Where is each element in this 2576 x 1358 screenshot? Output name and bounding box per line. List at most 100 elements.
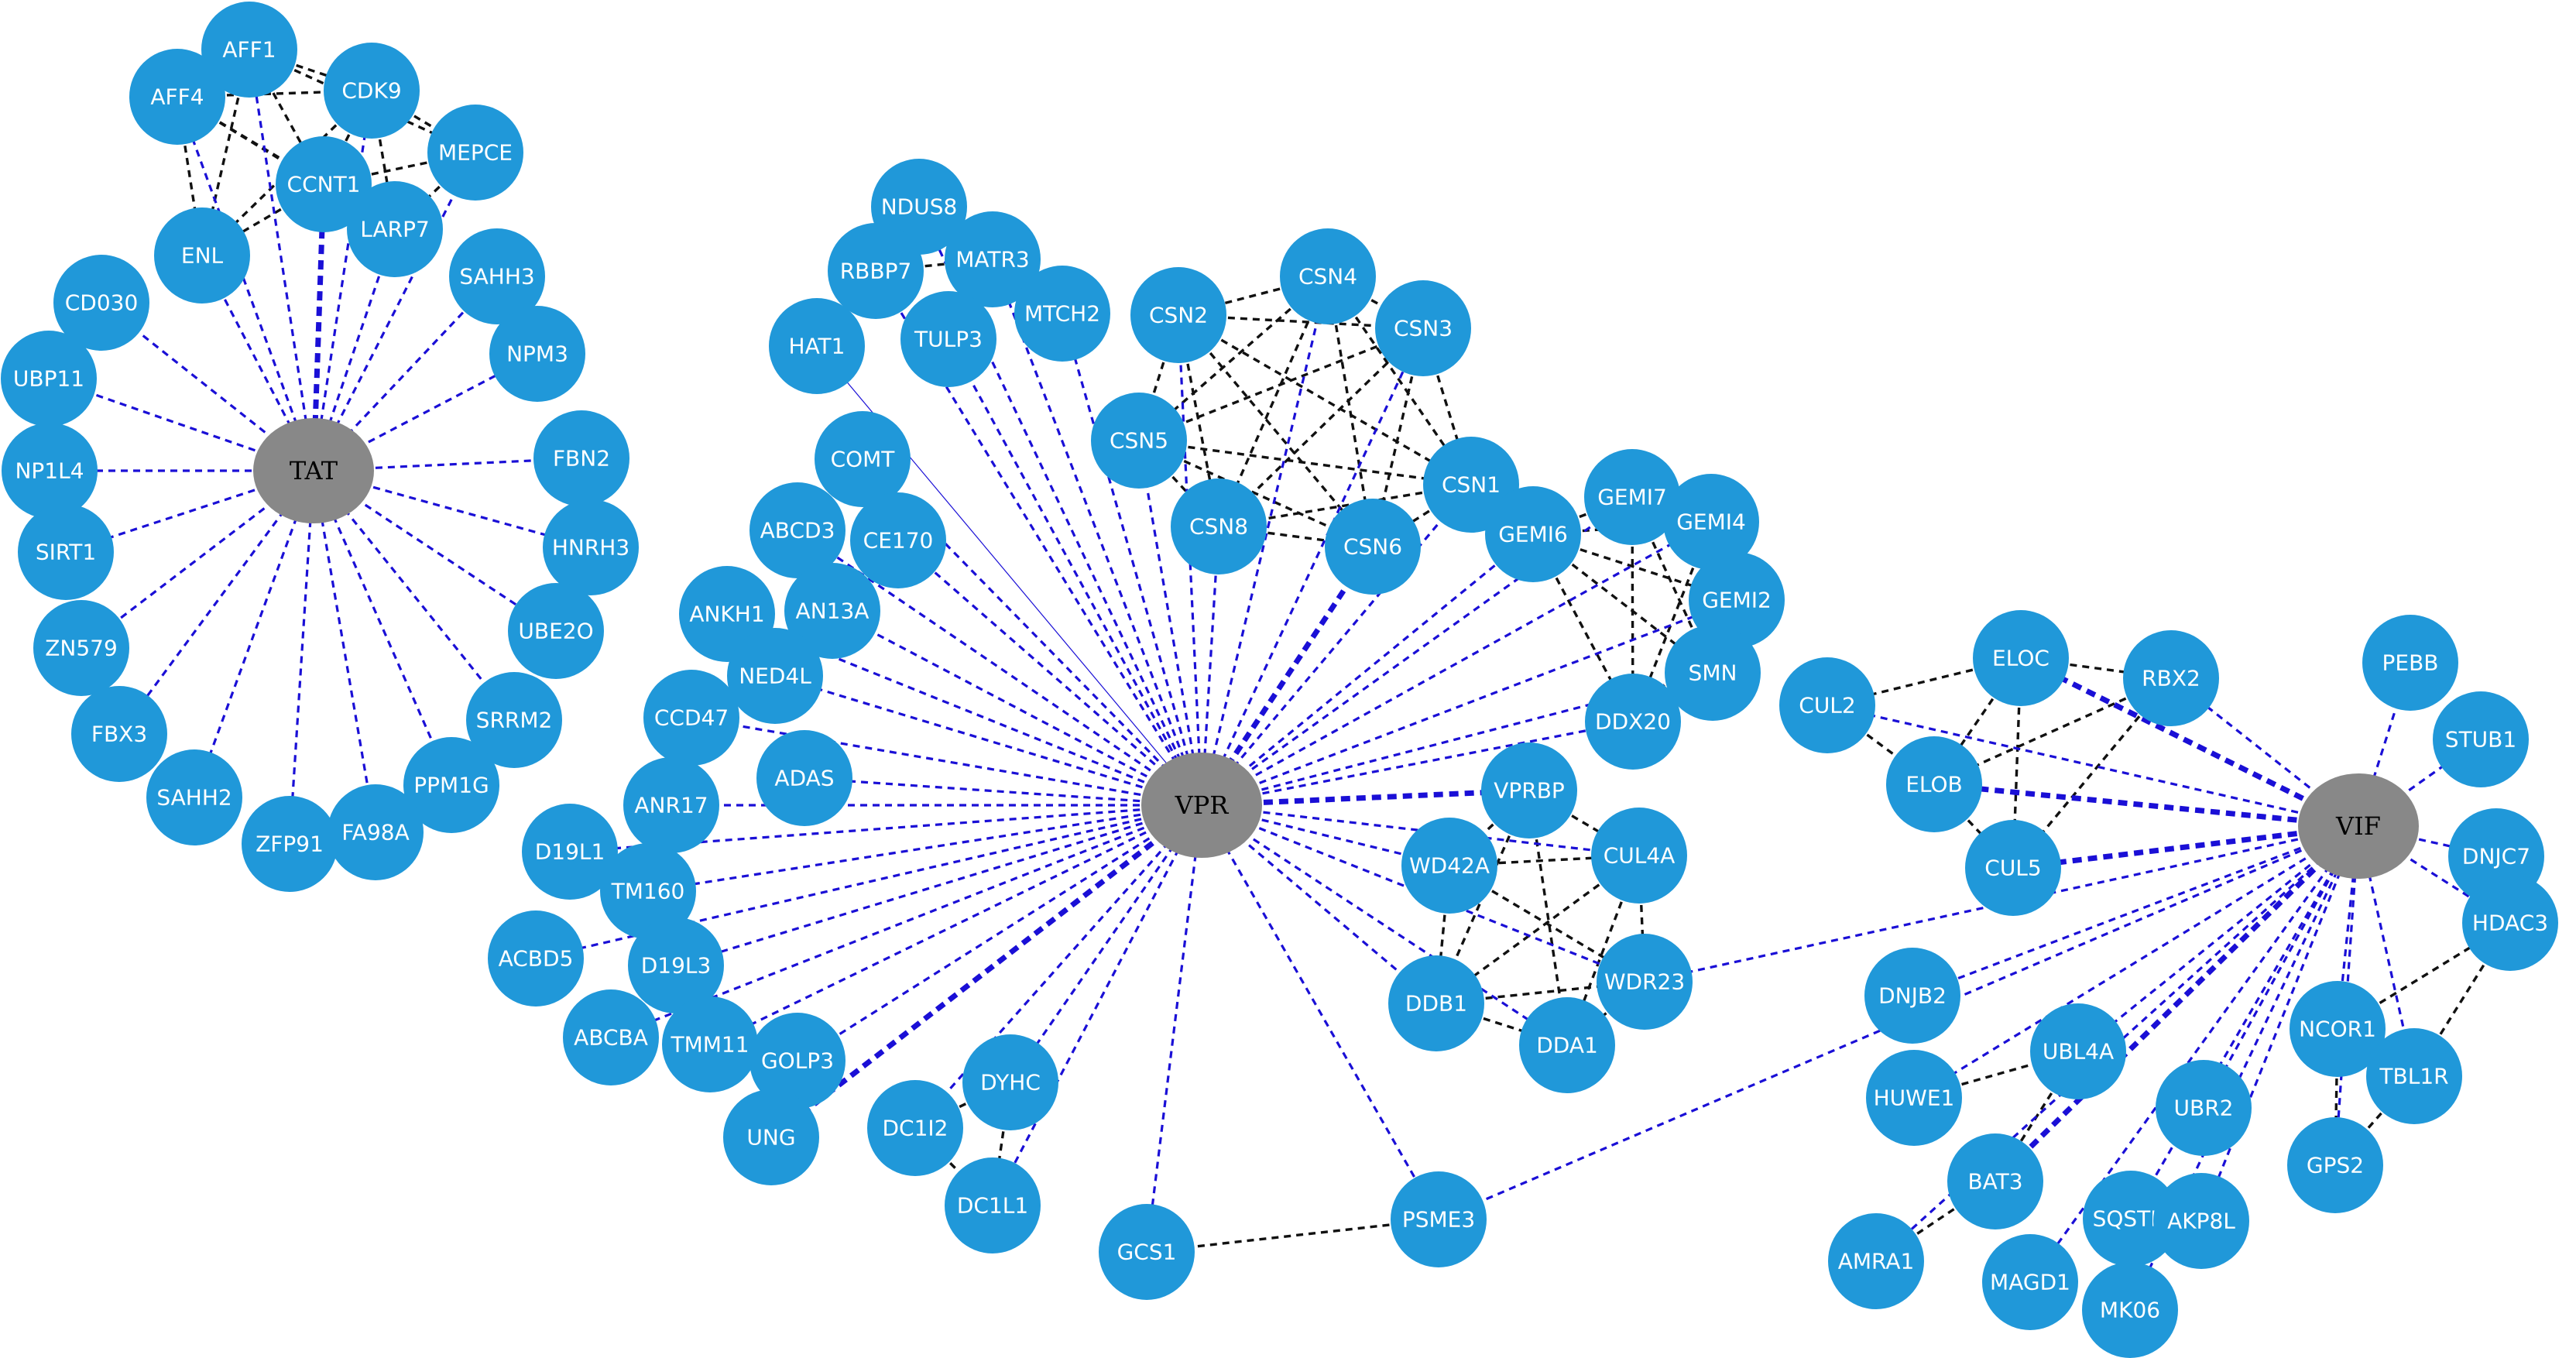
host-protein-node[interactable]: SRRM2 [466, 672, 562, 768]
host-protein-node[interactable]: NPM3 [489, 306, 585, 402]
host-protein-node[interactable]: CUL2 [1779, 657, 1875, 753]
host-protein-node[interactable]: CUL5 [1965, 820, 2061, 916]
host-protein-node[interactable]: MK06 [2082, 1262, 2178, 1358]
host-protein-node[interactable]: UBE2O [508, 583, 604, 679]
host-protein-node[interactable]: FBX3 [71, 686, 167, 782]
host-protein-node[interactable]: AKP8L [2153, 1173, 2249, 1269]
host-protein-node[interactable]: D19L3 [628, 917, 724, 1013]
host-protein-node[interactable]: WD42A [1401, 818, 1497, 914]
host-protein-node[interactable]: PPM1G [403, 737, 499, 833]
host-protein-node[interactable]: STUB1 [2433, 691, 2529, 787]
host-protein-node[interactable]: ELOC [1973, 610, 2069, 706]
host-protein-node[interactable]: CSN4 [1280, 228, 1376, 324]
host-protein-node[interactable]: GPS2 [2287, 1117, 2383, 1213]
host-protein-node[interactable]: GCS1 [1099, 1204, 1195, 1300]
host-protein-node[interactable]: PEBB [2362, 615, 2458, 711]
host-protein-node[interactable]: GEMI2 [1689, 552, 1785, 648]
host-protein-node[interactable]: HUWE1 [1866, 1050, 1962, 1146]
host-protein-node[interactable]: UBR2 [2156, 1060, 2252, 1156]
host-protein-node[interactable]: NP1L4 [2, 423, 98, 519]
host-protein-circle [2366, 1028, 2462, 1124]
host-protein-circle [1663, 474, 1759, 570]
host-protein-node[interactable]: DDB1 [1388, 955, 1484, 1051]
host-protein-node[interactable]: TM160 [600, 843, 696, 939]
host-protein-node[interactable]: SAHH3 [449, 228, 545, 324]
host-protein-node[interactable]: SAHH2 [146, 749, 242, 845]
host-protein-node[interactable]: GEMI7 [1584, 449, 1680, 545]
host-protein-node[interactable]: AFF1 [201, 2, 297, 98]
host-protein-circle [2362, 615, 2458, 711]
host-protein-node[interactable]: AFF4 [129, 49, 225, 145]
host-protein-node[interactable]: TULP3 [900, 291, 996, 387]
host-protein-node[interactable]: MAGD1 [1982, 1234, 2078, 1330]
host-protein-node[interactable]: MTCH2 [1014, 266, 1110, 362]
host-protein-node[interactable]: NED4L [727, 628, 823, 724]
host-protein-node[interactable]: CE170 [850, 492, 946, 588]
host-protein-node[interactable]: HDAC3 [2462, 875, 2558, 971]
host-protein-node[interactable]: RBBP7 [828, 223, 924, 319]
host-protein-node[interactable]: SIRT1 [18, 504, 114, 600]
host-protein-node[interactable]: HAT1 [769, 298, 865, 394]
host-protein-node[interactable]: WDR23 [1597, 934, 1693, 1030]
host-protein-node[interactable]: AN13A [784, 563, 880, 659]
host-protein-node[interactable]: NCOR1 [2290, 981, 2386, 1077]
host-protein-node[interactable]: MEPCE [427, 105, 523, 201]
host-protein-node[interactable]: TBL1R [2366, 1028, 2462, 1124]
host-protein-node[interactable]: ADAS [756, 730, 852, 826]
host-protein-node[interactable]: UBP11 [1, 331, 97, 427]
host-protein-node[interactable]: CSN6 [1325, 499, 1421, 595]
host-protein-node[interactable]: DDX20 [1585, 674, 1681, 770]
host-protein-node[interactable]: CSN3 [1375, 280, 1471, 376]
viral-protein-node[interactable]: VIF [2298, 773, 2419, 879]
host-protein-node[interactable]: TMM11 [662, 996, 758, 1092]
host-protein-node[interactable]: CSN5 [1091, 393, 1187, 489]
host-protein-node[interactable]: ZN579 [33, 600, 129, 696]
host-protein-label: DNJB2 [1878, 983, 1947, 1009]
host-protein-node[interactable]: ACBD5 [488, 910, 584, 1006]
virus-host-edge [48, 377, 314, 472]
host-protein-node[interactable]: DDA1 [1519, 997, 1615, 1093]
host-protein-node[interactable]: COMT [815, 411, 911, 507]
host-protein-node[interactable]: SMN [1665, 625, 1761, 721]
host-protein-node[interactable]: UBL4A [2030, 1003, 2126, 1099]
host-protein-node[interactable]: CSN2 [1130, 267, 1226, 363]
host-protein-node[interactable]: PSME3 [1391, 1171, 1487, 1267]
host-protein-node[interactable]: DC1I2 [867, 1080, 963, 1176]
host-protein-node[interactable]: CUL4A [1591, 808, 1687, 904]
viral-protein-node[interactable]: VPR [1141, 753, 1262, 858]
host-protein-node[interactable]: CCD47 [643, 670, 739, 766]
host-protein-node[interactable]: ABCBA [563, 989, 659, 1085]
host-protein-node[interactable]: CDK9 [324, 43, 420, 139]
host-protein-circle [628, 917, 724, 1013]
host-protein-node[interactable]: D19L1 [522, 804, 618, 900]
host-protein-node[interactable]: AMRA1 [1828, 1213, 1924, 1309]
host-protein-node[interactable]: ZFP91 [242, 796, 338, 892]
host-protein-node[interactable]: CCNT1 [276, 136, 372, 232]
viral-protein-node[interactable]: TAT [253, 418, 374, 523]
host-protein-node[interactable]: UNG [723, 1089, 819, 1185]
host-protein-node[interactable]: FBN2 [533, 410, 629, 506]
host-protein-node[interactable]: DC1L1 [945, 1157, 1041, 1253]
host-protein-label: ABCD3 [760, 518, 835, 544]
host-protein-node[interactable]: BAT3 [1947, 1133, 2043, 1229]
host-protein-node[interactable]: FA98A [328, 784, 424, 880]
host-protein-node[interactable]: ELOB [1886, 736, 1982, 832]
host-protein-node[interactable]: VPRBP [1481, 742, 1577, 838]
host-protein-label: CSN6 [1343, 534, 1402, 560]
host-protein-node[interactable]: MATR3 [945, 211, 1041, 307]
host-protein-node[interactable]: GOLP3 [749, 1013, 846, 1109]
host-protein-node[interactable]: GEMI6 [1485, 486, 1581, 582]
host-protein-node[interactable]: ANR17 [623, 757, 719, 853]
host-protein-circle [1665, 625, 1761, 721]
host-protein-node[interactable]: RBX2 [2123, 630, 2219, 726]
host-protein-node[interactable]: HNRH3 [543, 499, 639, 595]
host-protein-node[interactable]: LARP7 [347, 181, 443, 277]
host-protein-node[interactable]: DYHC [962, 1034, 1058, 1130]
host-protein-node[interactable]: CSN8 [1171, 478, 1267, 574]
host-protein-node[interactable]: ENL [154, 207, 250, 303]
host-protein-node[interactable]: DNJB2 [1864, 948, 1960, 1044]
host-protein-node[interactable]: GEMI4 [1663, 474, 1759, 570]
host-protein-node[interactable]: ABCD3 [749, 482, 846, 578]
host-protein-node[interactable]: CD030 [53, 255, 149, 351]
